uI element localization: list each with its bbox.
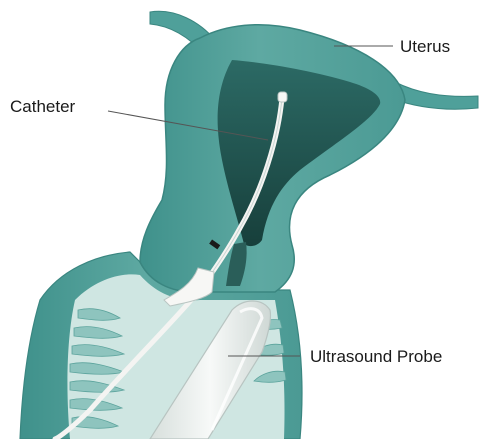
- catheter-tip: [278, 92, 287, 102]
- ultrasound-probe-label: Ultrasound Probe: [310, 347, 442, 366]
- uterus-label: Uterus: [400, 37, 450, 56]
- catheter-label: Catheter: [10, 97, 76, 116]
